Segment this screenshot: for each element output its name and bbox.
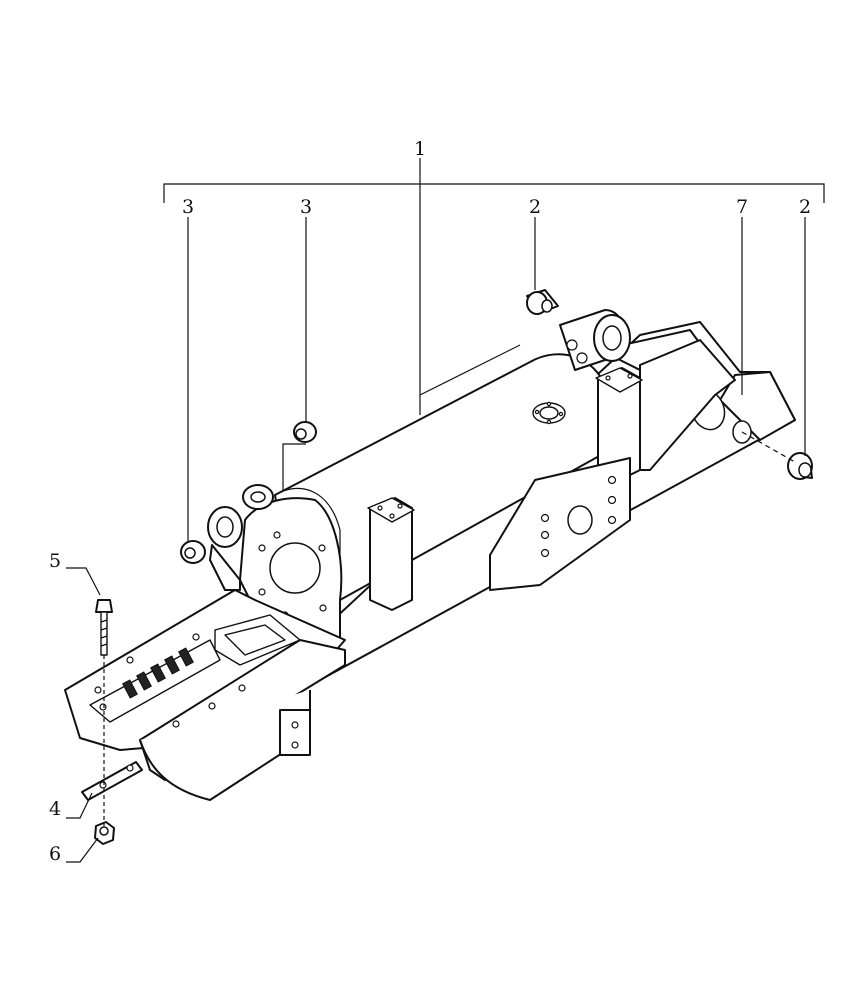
bushing-3-lower <box>180 540 206 564</box>
callout-7: 7 <box>736 196 748 218</box>
drawbar-assembly <box>64 589 346 801</box>
plate-4 <box>81 761 143 801</box>
assembly-bracket <box>163 158 825 203</box>
callout-2-right: 2 <box>799 196 811 218</box>
callout-1: 1 <box>414 138 426 160</box>
mounting-posts <box>367 367 643 611</box>
callout-6: 6 <box>49 843 61 865</box>
nut-6 <box>94 821 115 845</box>
bushing-3-upper <box>293 421 317 443</box>
leader-lines <box>66 184 806 863</box>
bushing-2-upper <box>526 289 559 315</box>
callout-4: 4 <box>49 798 61 820</box>
callout-2-left: 2 <box>529 196 541 218</box>
bolt-5 <box>95 599 113 656</box>
bushing-2-right <box>787 452 813 480</box>
callout-3-right: 3 <box>300 196 312 218</box>
callout-5: 5 <box>49 550 61 572</box>
rear-lugs <box>559 309 631 371</box>
side-plate <box>489 457 631 591</box>
front-lugs <box>207 484 274 591</box>
cylinder-body <box>239 344 611 651</box>
callout-3-left: 3 <box>182 196 194 218</box>
